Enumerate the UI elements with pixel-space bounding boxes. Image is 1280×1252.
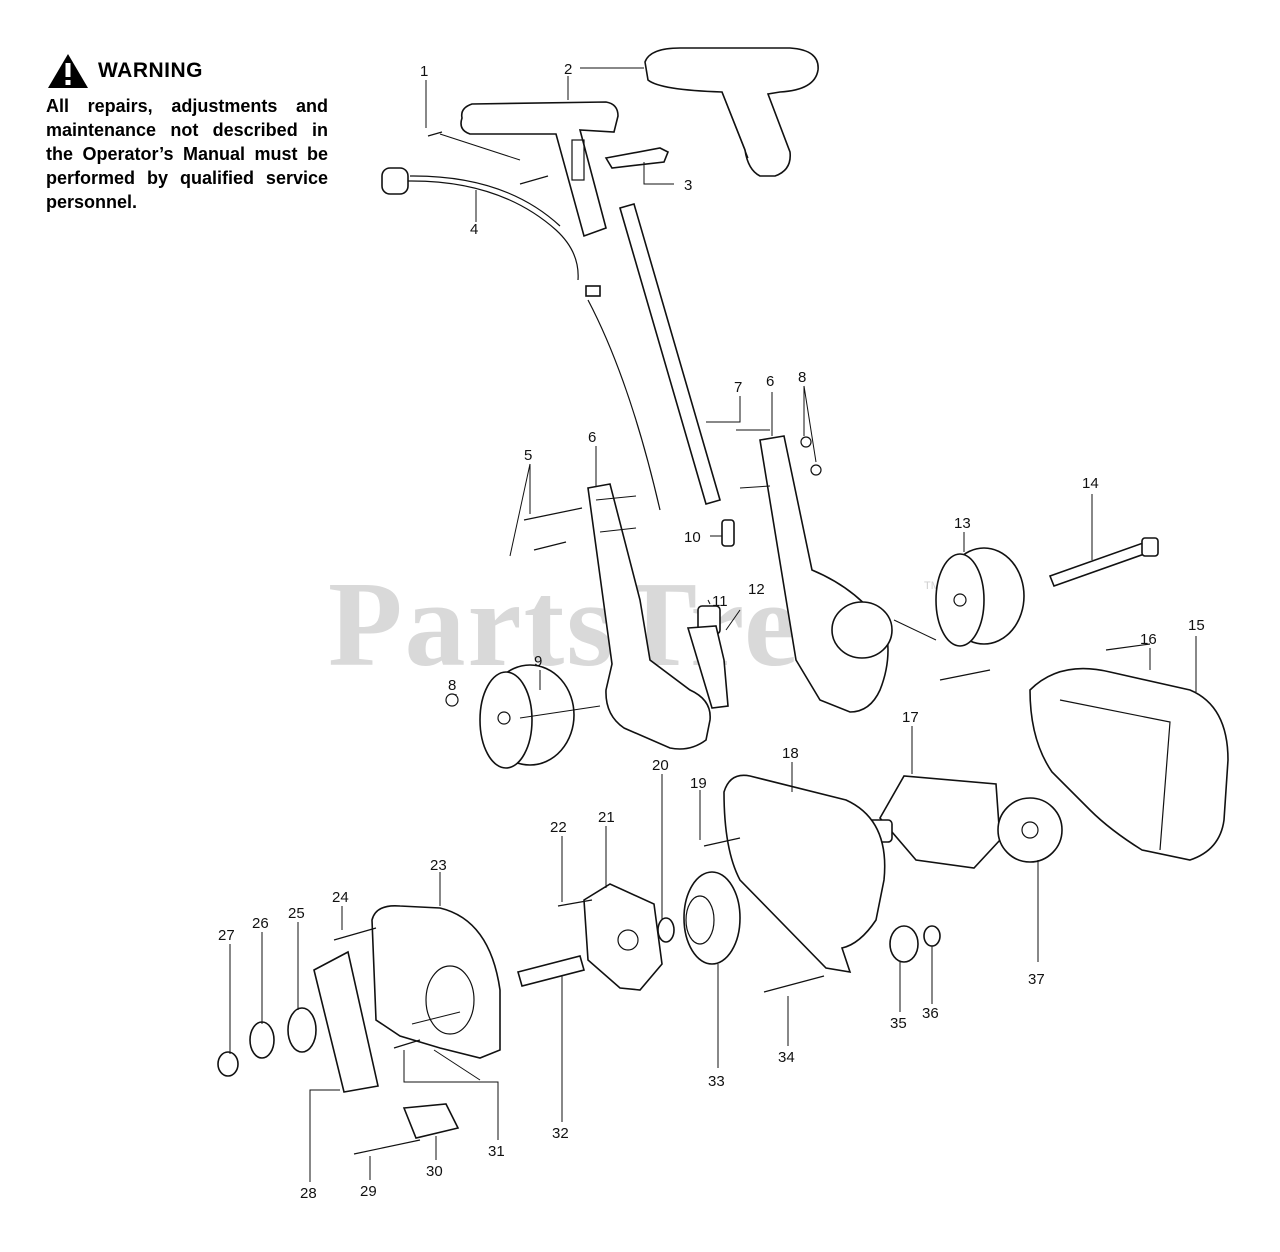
part-bearing-plate [583, 883, 663, 991]
part-fan [997, 797, 1063, 863]
callout-23: 23 [430, 857, 447, 874]
callout-15: 15 [1188, 617, 1205, 634]
callout-13: 13 [954, 515, 971, 532]
part-switch [604, 147, 670, 169]
part-washer-26 [249, 1021, 275, 1059]
callout-3: 3 [684, 177, 692, 194]
part-lower-handle-left [587, 483, 711, 750]
callout-24: 24 [332, 889, 349, 906]
part-depth-adjuster [402, 1103, 460, 1139]
warning-box: WARNING All repairs, adjustments and mai… [46, 52, 328, 214]
callout-27: 27 [218, 927, 235, 944]
part-gear-case [723, 774, 886, 974]
part-nut-36 [923, 925, 941, 947]
part-washer-20 [657, 917, 675, 943]
callout-7: 7 [734, 379, 742, 396]
callout-14: 14 [1082, 475, 1099, 492]
leader-lines [229, 67, 1197, 1182]
callout-31: 31 [488, 1143, 505, 1160]
callout-6-right: 6 [766, 373, 774, 390]
callout-22: 22 [550, 819, 567, 836]
part-power-cord [381, 167, 661, 511]
callout-20: 20 [652, 757, 669, 774]
callout-34: 34 [778, 1049, 795, 1066]
callout-37: 37 [1028, 971, 1045, 988]
callout-4: 4 [470, 221, 478, 238]
callout-19: 19 [690, 775, 707, 792]
callout-18: 18 [782, 745, 799, 762]
warning-header: WARNING [46, 52, 328, 90]
callout-36: 36 [922, 1005, 939, 1022]
part-lower-handle-right [759, 435, 889, 713]
callout-8-left: 8 [448, 677, 456, 694]
callout-33: 33 [708, 1073, 725, 1090]
part-handle-top [460, 101, 619, 238]
alignment-lines [411, 133, 937, 1081]
part-washer-25 [287, 1007, 317, 1053]
callout-6-left: 6 [588, 429, 596, 446]
part-axle-bolt [1048, 537, 1159, 588]
part-wheel-right [935, 547, 1025, 647]
part-spring-10 [721, 519, 735, 547]
callout-labels: 1 2 3 4 5 6 6 7 8 8 9 10 11 12 13 14 15 … [218, 61, 1205, 1202]
part-latch-12 [686, 625, 729, 709]
part-handle-cover [644, 47, 819, 177]
callout-30: 30 [426, 1163, 443, 1180]
part-drive-gear [683, 871, 741, 965]
part-wheel-left [479, 664, 575, 769]
callout-2: 2 [564, 61, 572, 78]
callout-10: 10 [684, 529, 701, 546]
callout-25: 25 [288, 905, 305, 922]
callout-16: 16 [1140, 631, 1157, 648]
warning-title: WARNING [98, 59, 203, 82]
part-nut-27 [217, 1051, 239, 1077]
warning-text: All repairs, adjustments and maintenance… [46, 96, 328, 212]
callout-26: 26 [252, 915, 269, 932]
part-blade-guard [371, 904, 501, 1059]
watermark: PartsTree [328, 557, 857, 692]
callout-8-right: 8 [798, 369, 806, 386]
callout-28: 28 [300, 1185, 317, 1202]
part-handle-tube [619, 203, 721, 505]
warning-triangle-icon [48, 54, 88, 88]
part-axle-hub [831, 601, 893, 659]
part-motor-housing [1029, 667, 1229, 861]
part-blade-shaft [517, 955, 585, 987]
callout-1: 1 [420, 63, 428, 80]
callout-5: 5 [524, 447, 532, 464]
callout-32: 32 [552, 1125, 569, 1142]
callout-17: 17 [902, 709, 919, 726]
callout-12: 12 [748, 581, 765, 598]
part-bearing-35 [889, 925, 919, 963]
callout-35: 35 [890, 1015, 907, 1032]
part-blade [313, 950, 379, 1093]
callout-21: 21 [598, 809, 615, 826]
part-motor [865, 775, 1001, 869]
callout-11: 11 [712, 593, 728, 610]
callout-9: 9 [534, 653, 542, 670]
screws [333, 131, 1151, 1155]
callout-29: 29 [360, 1183, 377, 1200]
